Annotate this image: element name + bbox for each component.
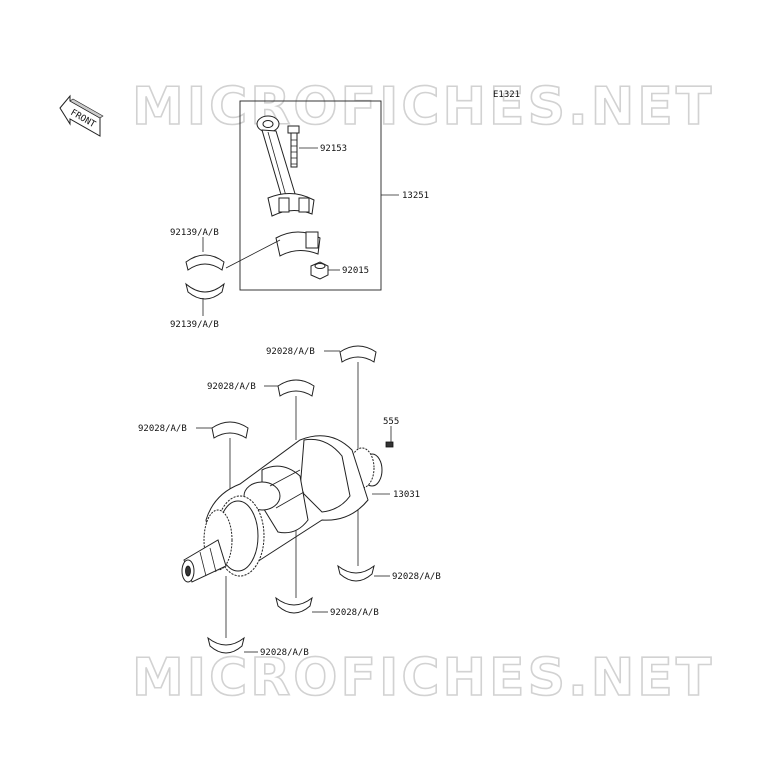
main-bearing-1 (339, 345, 377, 363)
rod-bearing-lower (185, 282, 225, 300)
ref-code: E1321 (493, 90, 520, 100)
rod-cap (275, 231, 321, 257)
label-bearing-lower: 92139/A/B (170, 320, 219, 330)
nut (310, 261, 329, 280)
front-arrow-icon: FRONT (59, 94, 104, 137)
label-main-bearing-2: 92028/A/B (207, 382, 256, 392)
label-main-bearing-4: 92028/A/B (392, 572, 441, 582)
label-main-bearing-3: 92028/A/B (138, 424, 187, 434)
label-crankshaft: 13031 (393, 490, 420, 500)
watermark-bottom: MICROFICHES.NET (132, 648, 714, 708)
label-main-bearing-1: 92028/A/B (266, 347, 315, 357)
connecting-rod (256, 115, 315, 217)
label-bolt: 92153 (320, 144, 347, 154)
label-bearing-upper: 92139/A/B (170, 228, 219, 238)
key (385, 441, 394, 448)
main-bearing-3 (211, 421, 249, 439)
crankshaft (181, 435, 383, 583)
label-key: 555 (383, 417, 399, 427)
label-nut: 92015 (342, 266, 369, 276)
main-bearing-4 (337, 564, 375, 582)
watermark-top: MICROFICHES.NET (132, 77, 714, 137)
label-main-bearing-6: 92028/A/B (260, 648, 309, 658)
main-bearing-2 (277, 379, 315, 397)
main-bearing-5 (275, 596, 313, 614)
label-main-bearing-5: 92028/A/B (330, 608, 379, 618)
main-bearing-6 (207, 636, 245, 654)
rod-assembly-box (239, 100, 382, 291)
rod-bearing-upper (185, 254, 225, 271)
bolt (287, 125, 300, 168)
label-rod-assembly: 13251 (402, 191, 429, 201)
